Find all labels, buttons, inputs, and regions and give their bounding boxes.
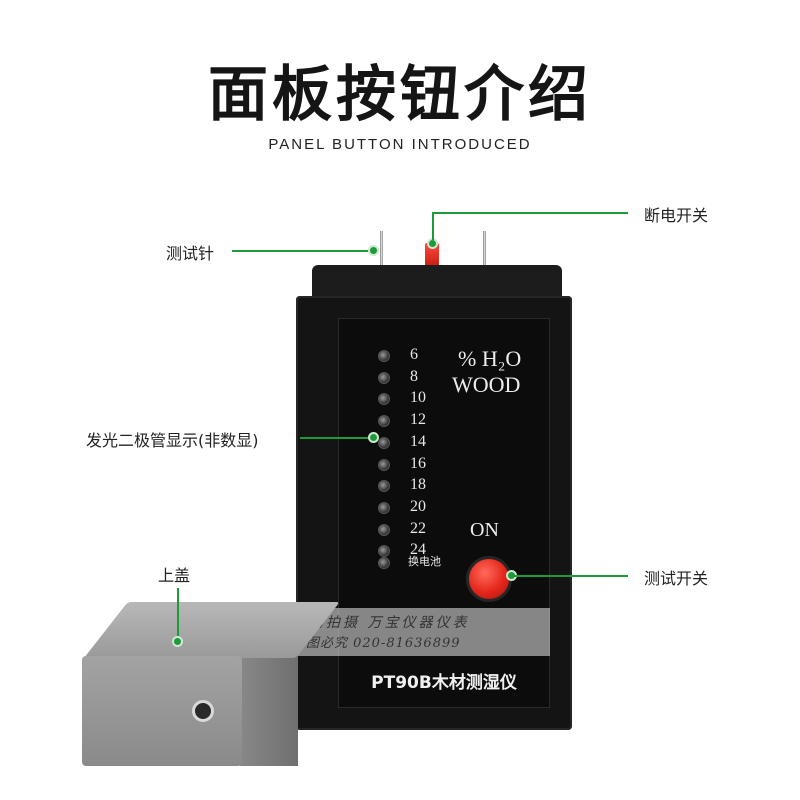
callout-line-power-h [432,212,628,214]
test-pin-left [380,231,383,271]
scale-tick-label: 12 [410,411,426,429]
led-indicator [378,371,390,384]
test-pin-right [483,231,486,271]
led-indicator [378,415,390,428]
callout-test-switch: 测试开关 [644,569,709,588]
callout-dot-led [368,432,379,443]
callout-line-led [300,437,370,439]
callout-power-switch: 断电开关 [644,206,709,225]
page-title: 面板按钮介绍 [208,60,592,130]
led-indicator [378,393,390,406]
led-indicator [378,501,390,514]
led-indicator [378,436,390,449]
scale-tick-label: 10 [410,389,426,407]
power-switch[interactable] [425,243,439,267]
callout-line-cover [177,588,179,638]
watermark-line-1: 实物拍摄 万宝仪器仪表 [292,615,470,631]
scale-tick-label: 18 [410,476,426,494]
led-indicator [378,545,390,558]
scale-tick-label: 8 [410,367,418,385]
led-indicator [378,523,390,536]
led-indicator [378,458,390,471]
scale-tick-label: 6 [410,346,418,363]
callout-test-pins: 测试针 [166,244,215,263]
callout-line-pins [232,250,370,252]
page-subtitle: PANEL BUTTON INTRODUCED [268,136,532,153]
callout-led-display: 发光二极管显示(非数显) [86,431,259,450]
wood-label: WOOD [452,372,521,397]
on-label: ON [470,519,499,541]
callout-dot-cover [172,636,183,647]
callout-line-power-v [432,212,434,240]
cover-hole [192,700,214,722]
callout-cover: 上盖 [158,566,191,585]
led-indicator [378,350,390,362]
cover-top [84,602,340,658]
callout-dot-pins [368,245,379,256]
test-button[interactable] [466,556,512,602]
model-label: PT90B木材测湿仪 [371,673,517,693]
scale-tick-label: 16 [410,454,426,472]
scale-tick-label: 24 [410,541,426,559]
battery-label: 换电池 [408,555,441,568]
battery-led [378,557,390,569]
cover-front [82,656,242,766]
scale-tick-label: 14 [410,432,426,450]
scale-tick-label: 22 [410,519,426,537]
h2o-label: % H₂O [458,346,522,371]
scale-tick-label: 20 [410,497,426,515]
callout-line-test-switch [514,575,628,577]
led-indicator [378,480,390,493]
watermark-line-2: 盗图必究 020-81636899 [292,636,461,651]
